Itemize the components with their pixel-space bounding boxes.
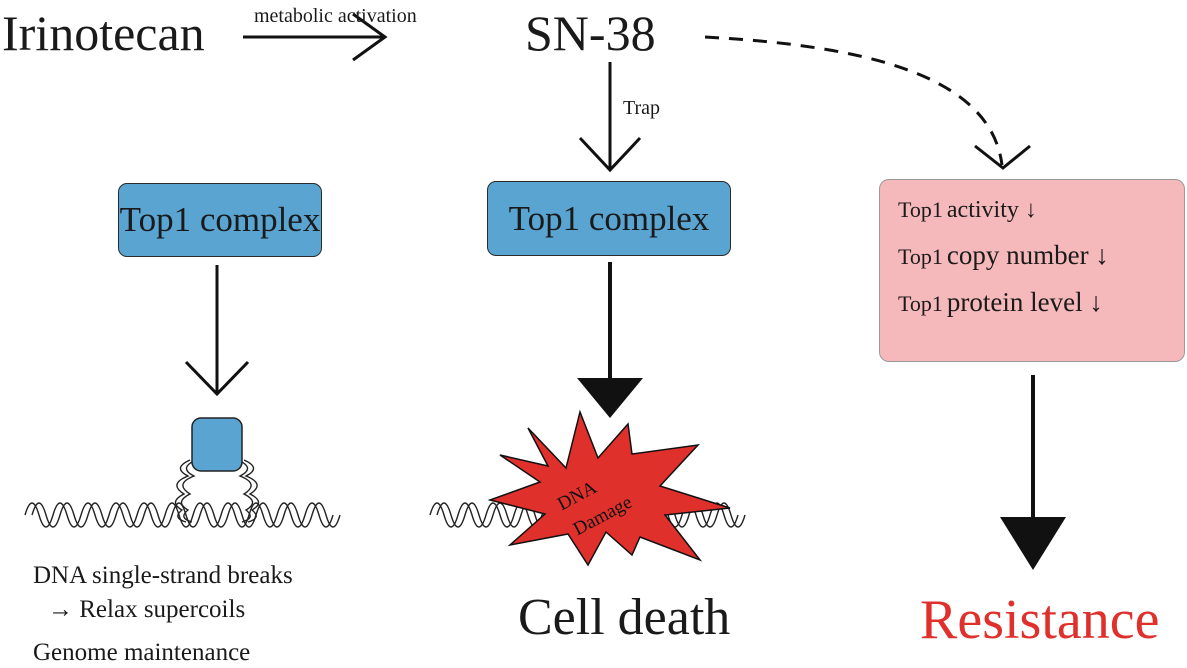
- resistance-factors-box: Top1 activity ↓ Top1 copy number ↓ Top1 …: [879, 179, 1185, 362]
- top1-complex-box-left: Top1 complex: [118, 183, 322, 257]
- dna-damage-starburst: [487, 409, 731, 567]
- top1-protein-block: [191, 417, 243, 472]
- trap-arrow: [578, 62, 642, 173]
- top1-complex-label-middle: Top1 complex: [508, 198, 710, 238]
- factor-activity: Top1 activity ↓: [898, 198, 1184, 222]
- middle-complex-arrow: [577, 262, 643, 418]
- factor-prefix: Top1: [898, 244, 943, 269]
- left-complex-arrow: [184, 265, 250, 397]
- metabolite-label: SN-38: [525, 5, 656, 61]
- factor-text: protein level ↓: [946, 287, 1103, 317]
- factor-text: copy number ↓: [946, 240, 1109, 270]
- factor-prefix: Top1: [898, 197, 943, 222]
- left-outcome-line3: Genome maintenance: [33, 639, 251, 666]
- top1-complex-label-left: Top1 complex: [119, 200, 321, 239]
- factor-copy-number: Top1 copy number ↓: [898, 242, 1184, 269]
- factor-prefix: Top1: [898, 291, 943, 316]
- factor-protein-level: Top1 protein level ↓: [898, 289, 1184, 316]
- factor-text: activity ↓: [946, 197, 1037, 223]
- right-resistance-arrow: [1000, 375, 1066, 570]
- activation-label: metabolic activation: [254, 5, 417, 27]
- resistance-label: Resistance: [920, 589, 1160, 651]
- top1-complex-box-middle: Top1 complex: [487, 181, 731, 256]
- drug-label: Irinotecan: [2, 5, 205, 61]
- cell-death-label: Cell death: [518, 589, 731, 646]
- dna-helix-left: [24, 459, 341, 528]
- dashed-resistance-arrow: [704, 35, 1031, 170]
- left-outcome-line2: → Relax supercoils: [48, 596, 246, 623]
- left-outcome-line1: DNA single-strand breaks: [33, 562, 293, 589]
- trap-label: Trap: [623, 97, 661, 119]
- activation-arrow: [243, 12, 388, 62]
